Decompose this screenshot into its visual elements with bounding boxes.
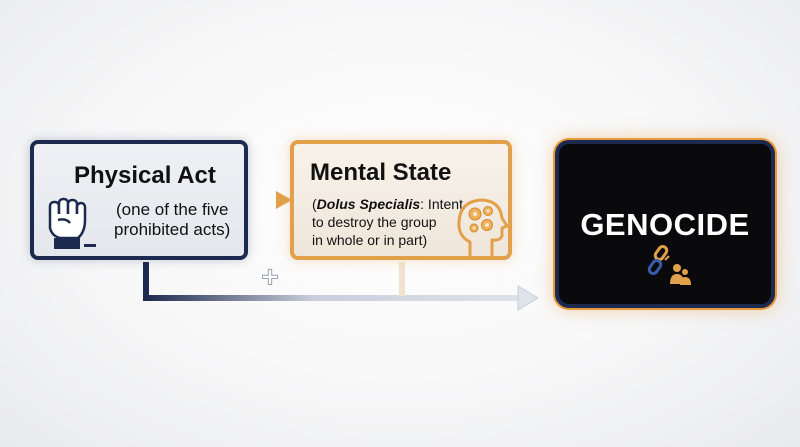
head-gears-icon (457, 198, 509, 256)
plus-symbol: + (261, 261, 279, 294)
physical-to-mental-arrowhead (276, 191, 292, 209)
genocide-result-box: GENOCIDE (555, 140, 775, 308)
open-paren: ( (312, 196, 317, 212)
raised-fist-icon (48, 197, 96, 249)
mental-state-description-line2: to destroy the group (312, 214, 437, 230)
flow-arrowhead (517, 285, 539, 311)
mental-state-box: Mental State (Dolus Specialis: Intent to… (290, 140, 512, 260)
physical-act-subtitle-line1: (one of the five (116, 200, 229, 219)
mental-state-title: Mental State (310, 159, 452, 186)
intent-text: : Intent (420, 196, 463, 212)
genocide-title: GENOCIDE (580, 207, 750, 242)
mental-state-description-line3: in whole or in part) (312, 232, 428, 248)
dolus-specialis-term: Dolus Specialis (316, 196, 421, 212)
physical-act-subtitle-line2: prohibited acts) (114, 220, 231, 239)
physical-act-box: Physical Act (one of the five prohibited… (30, 140, 248, 260)
mental-state-description-line1: (Dolus Specialis: Intent (312, 196, 463, 212)
broken-chain-people-icon (647, 245, 691, 285)
physical-to-genocide-line (143, 262, 520, 301)
physical-act-title: Physical Act (74, 162, 216, 189)
